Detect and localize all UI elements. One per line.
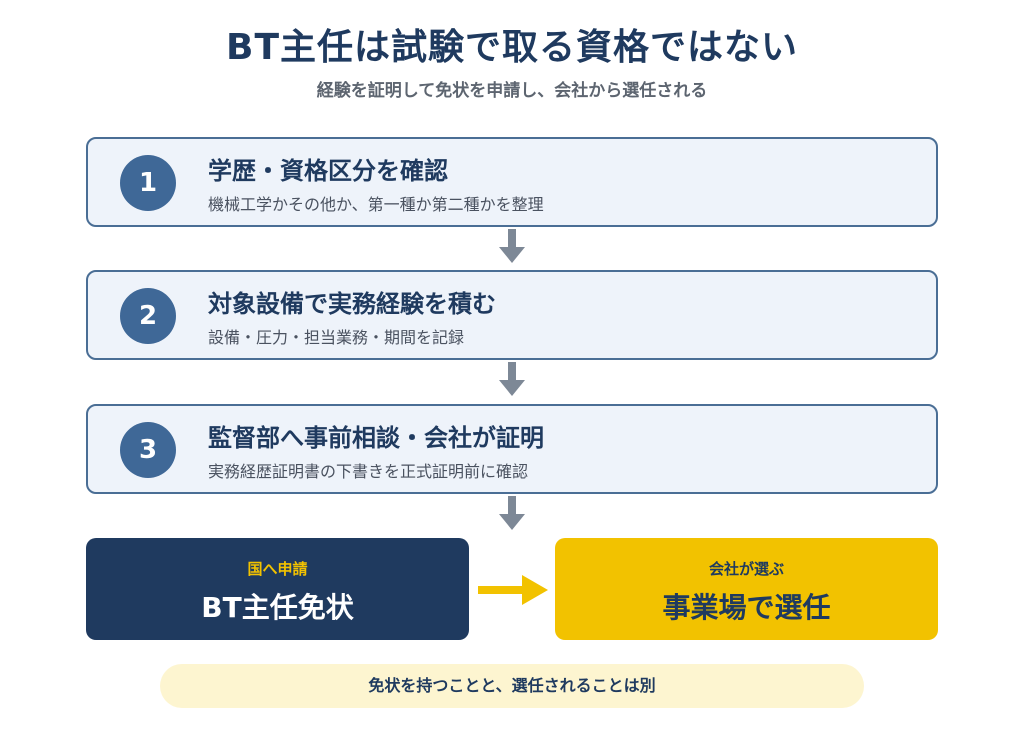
step-2-number-badge: 2 — [120, 288, 176, 344]
step-2-box: 2 対象設備で実務経験を積む 設備・圧力・担当業務・期間を記録 — [86, 270, 938, 360]
arrow-down-icon — [499, 362, 525, 396]
step-2-description: 設備・圧力・担当業務・期間を記録 — [208, 328, 465, 347]
appointment-outcome-label: 会社が選ぶ — [708, 560, 784, 578]
license-outcome-title: BT主任免状 — [201, 591, 354, 624]
page-title: BT主任は試験で取る資格ではない — [226, 27, 798, 68]
step-3-title: 監督部へ事前相談・会社が証明 — [208, 424, 544, 452]
step-1-description: 機械工学かその他か、第一種か第二種かを整理 — [208, 195, 544, 214]
step-3-box: 3 監督部へ事前相談・会社が証明 実務経歴証明書の下書きを正式証明前に確認 — [86, 404, 938, 494]
bottom-note: 免状を持つことと、選任されることは別 — [160, 664, 864, 708]
license-outcome-label: 国へ申請 — [247, 560, 308, 578]
appointment-outcome-box: 会社が選ぶ 事業場で選任 — [555, 538, 938, 640]
step-1-title: 学歴・資格区分を確認 — [208, 157, 448, 185]
page-subtitle: 経験を証明して免状を申請し、会社から選任される — [316, 81, 708, 101]
step-3-description: 実務経歴証明書の下書きを正式証明前に確認 — [208, 462, 529, 481]
appointment-outcome-title: 事業場で選任 — [662, 591, 831, 624]
step-3-number-badge: 3 — [120, 422, 176, 478]
step-2-title: 対象設備で実務経験を積む — [208, 290, 496, 318]
arrow-right-icon — [478, 575, 548, 605]
step-1-number-badge: 1 — [120, 155, 176, 211]
step-1-box: 1 学歴・資格区分を確認 機械工学かその他か、第一種か第二種かを整理 — [86, 137, 938, 227]
arrow-down-icon — [499, 229, 525, 263]
license-outcome-box: 国へ申請 BT主任免状 — [86, 538, 469, 640]
arrow-down-icon — [499, 496, 525, 530]
